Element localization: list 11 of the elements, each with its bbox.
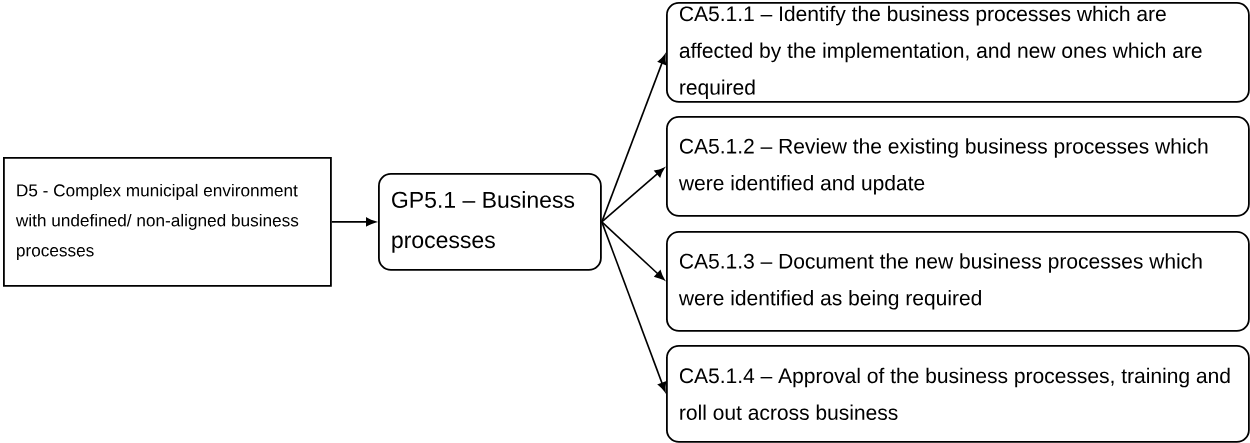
arrow (331, 217, 376, 227)
arrow (601, 54, 667, 223)
arrow (601, 167, 665, 223)
action-box: CA5.1.3 – Document the new business processes which were identified as being required (666, 231, 1250, 332)
goal-box: GP5.1 – Business processes (378, 173, 602, 271)
arrow (601, 221, 667, 392)
action-box: CA5.1.4 – Approval of the business processes, training and roll out across business (666, 345, 1250, 443)
action-box: CA5.1.2 – Review the existing business processes which were identified and update (666, 116, 1250, 217)
action-box: CA5.1.1 – Identify the business processes which are affected by the implementation, and new ones which are required (666, 2, 1250, 103)
problem-box: D5 - Complex municipal environment with undefined/ non-aligned business processes (3, 157, 332, 287)
arrow (601, 221, 665, 281)
